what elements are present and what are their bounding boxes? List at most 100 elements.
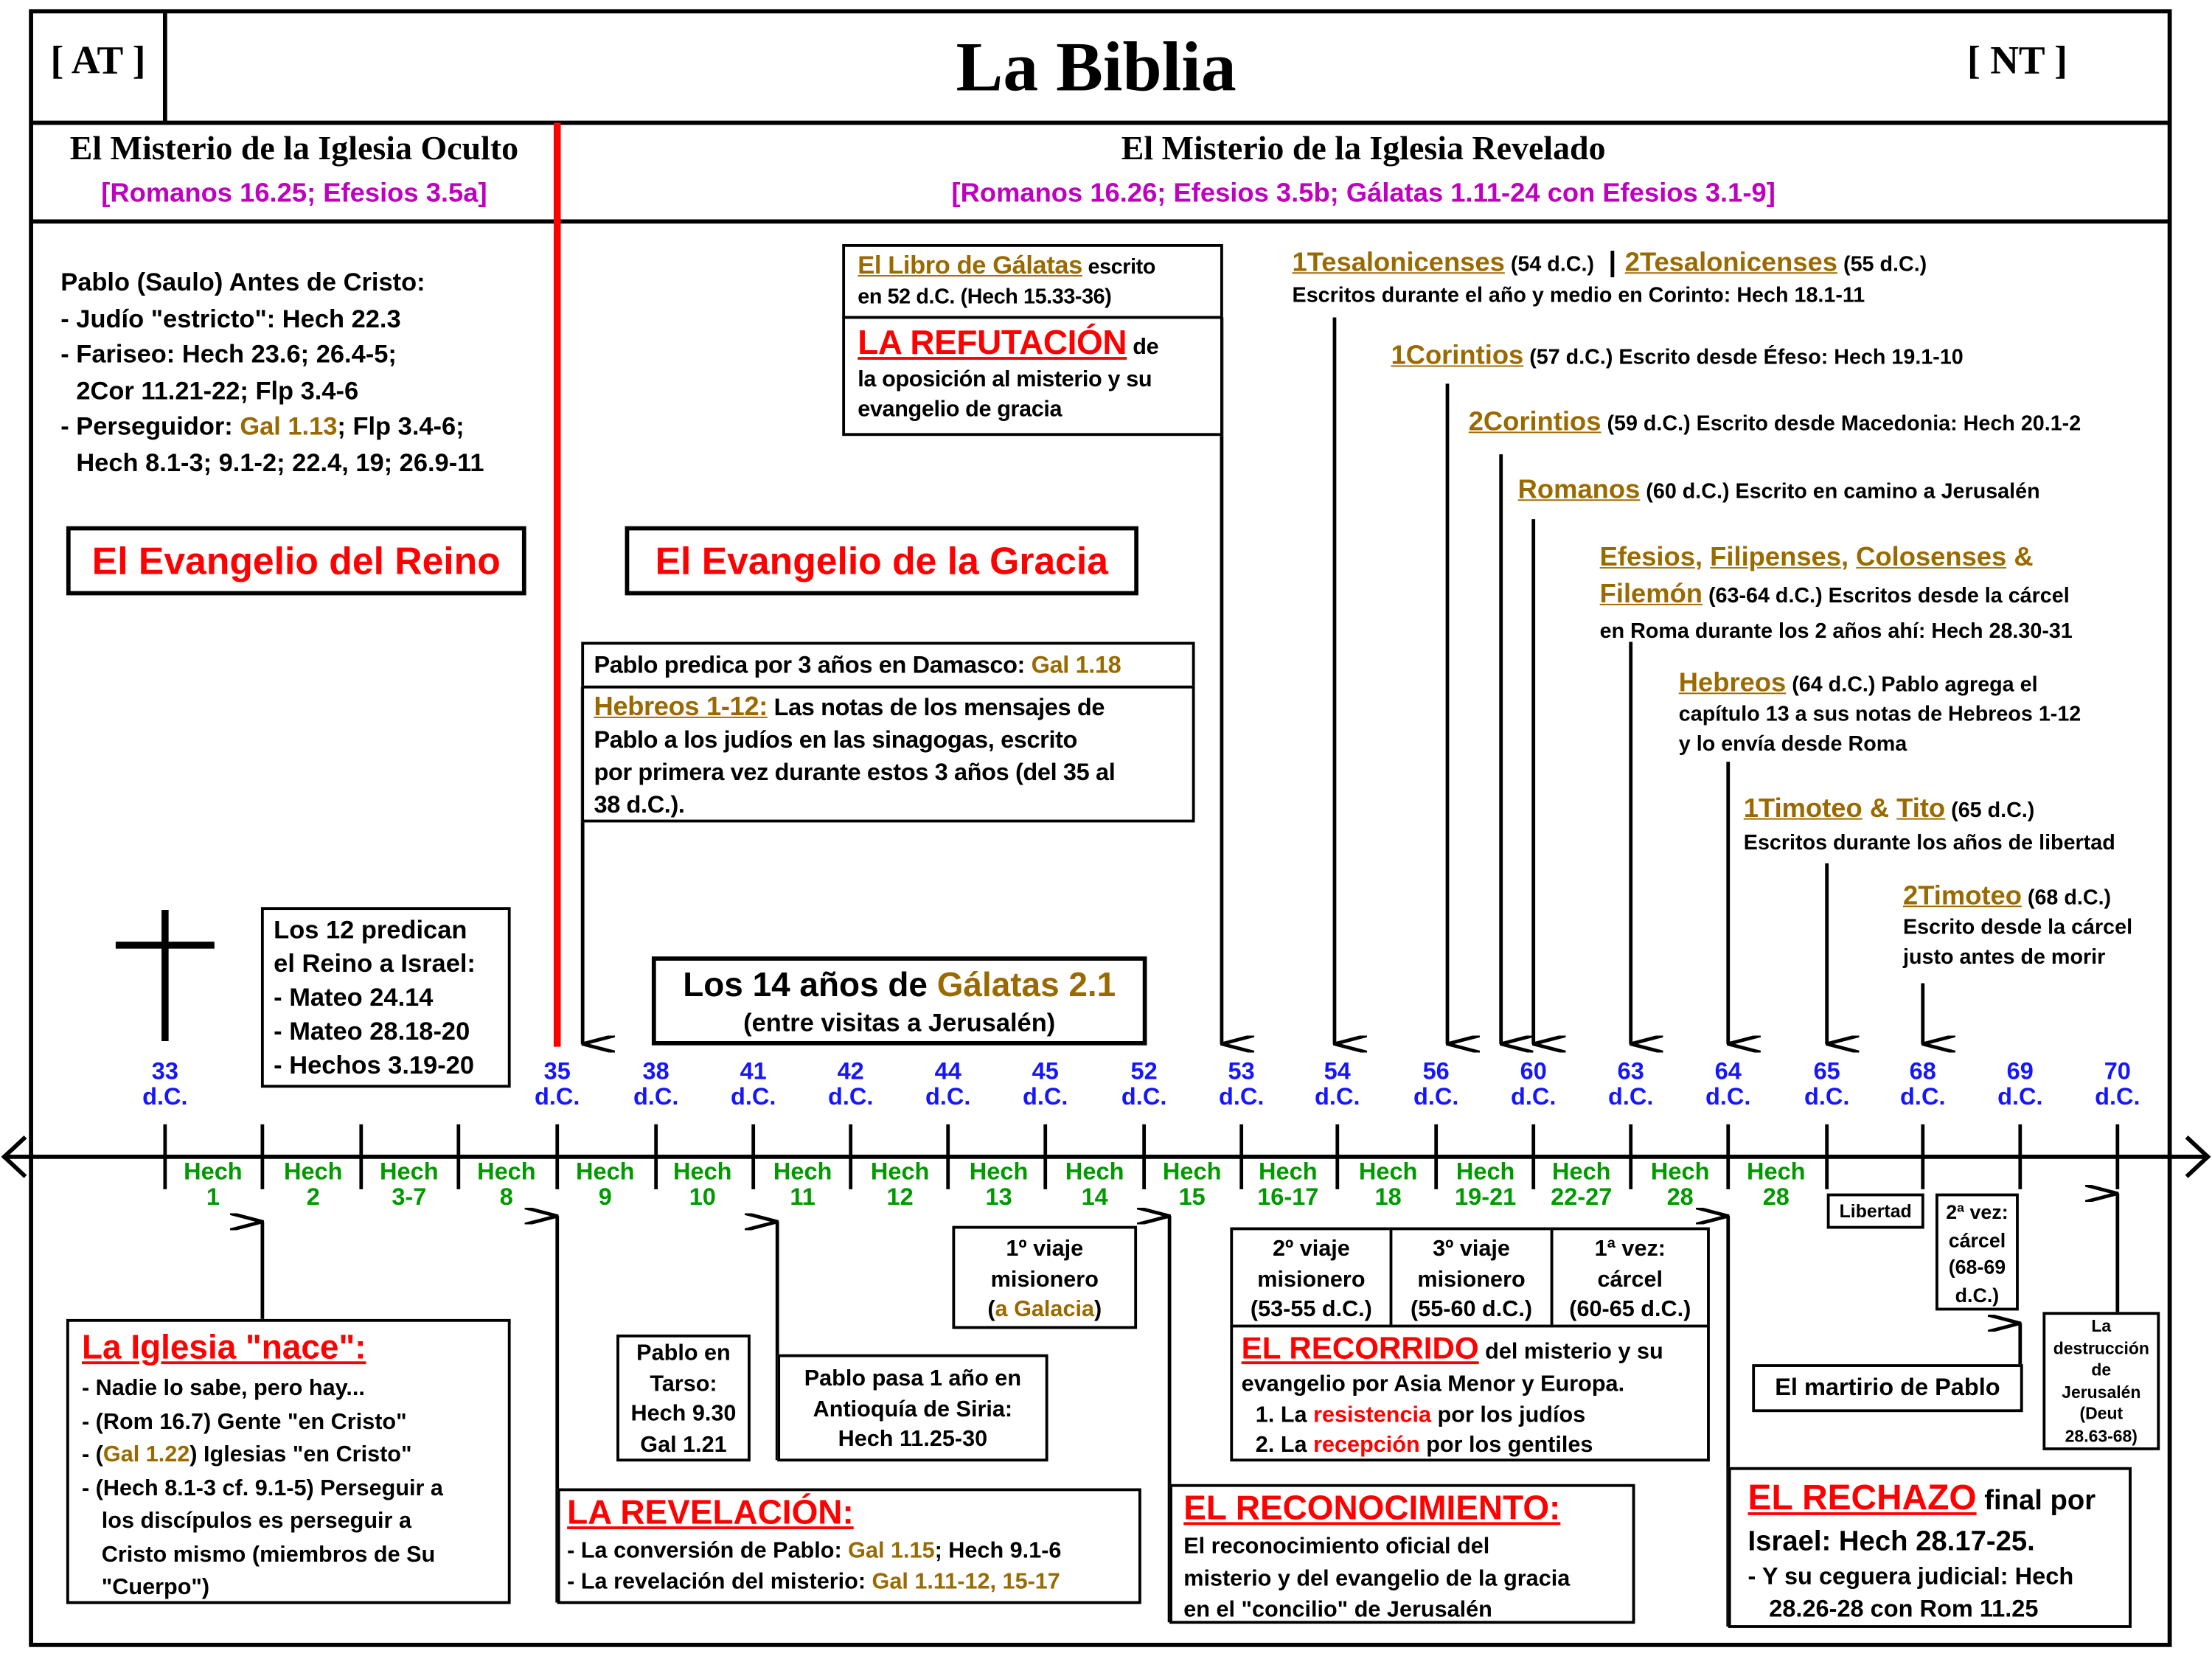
acts-label-text: Hech [1455, 1158, 1515, 1186]
epistle-link[interactable]: 1Timoteo [1743, 794, 1863, 824]
recorrido-box: EL RECORRIDO del misterio y su evangelio… [1230, 1324, 1710, 1462]
text: - Mateo 28.18-20 [274, 1017, 470, 1046]
year-era: d.C. [1997, 1083, 2043, 1110]
acts-label-text: 13 [985, 1183, 1012, 1211]
epistle-link[interactable]: Efesios [1599, 543, 1695, 573]
text: - La conversión de Pablo: [567, 1539, 849, 1563]
text: por los judíos [1431, 1402, 1586, 1427]
year-number: 41 [740, 1057, 767, 1085]
text: El reconocimiento oficial del [1183, 1534, 1490, 1559]
epistle-link[interactable]: 1Corintios [1391, 341, 1524, 372]
text: evangelio por Asia Menor y Europa. [1241, 1372, 1625, 1397]
text: - (Gal 1.22) Iglesias "en Cristo" [82, 1439, 495, 1472]
epistle-prison-letters: Efesios, Filipenses, Colosenses & Filemó… [1600, 540, 2073, 649]
acts-label-text: Hech [1162, 1158, 1222, 1186]
acts-label-text: 22-27 [1551, 1183, 1613, 1211]
year-number: 35 [543, 1057, 571, 1085]
epistle-link[interactable]: 1Tesalonicenses [1292, 248, 1505, 278]
epistle-link[interactable]: Romanos [1517, 475, 1641, 505]
text: ( [987, 1298, 995, 1322]
acts-label-text: 11 [790, 1183, 815, 1211]
text: ; Flp 3.4-6; [337, 411, 465, 440]
text: ) [1094, 1298, 1102, 1322]
year-number: 44 [934, 1057, 961, 1085]
text: misterio y del evangelio de la gracia [1183, 1566, 1571, 1591]
epistle-link[interactable]: Hebreos [1678, 668, 1787, 699]
hebreos-1-12-box: Hebreos 1-12: Las notas de los mensajes … [581, 685, 1195, 823]
epistle-link[interactable]: Filipenses [1710, 543, 1841, 573]
epistle-link[interactable]: Colosenses [1856, 543, 2007, 573]
scripture-ref: Gal 1.11-12, 15-17 [872, 1570, 1060, 1594]
pablo-heading: Pablo (Saulo) Antes de Cristo: [60, 268, 425, 296]
year-number: 63 [1617, 1057, 1644, 1085]
year-number: 69 [2006, 1057, 2034, 1085]
text: 2º viaje [1272, 1237, 1350, 1262]
year-era: d.C. [730, 1083, 776, 1110]
text: los discípulos es perseguir a [101, 1509, 411, 1534]
year-era: d.C. [633, 1083, 679, 1110]
year-era: d.C. [1705, 1083, 1751, 1110]
acts-label-text: Hech [1065, 1158, 1124, 1186]
text: Las notas de los mensajes de [767, 694, 1105, 721]
epistle-link[interactable]: Tito [1896, 794, 1946, 824]
acts-label-text: 28 [1762, 1183, 1790, 1211]
epistle-link[interactable]: 2Tesalonicenses [1624, 248, 1838, 278]
text: ; Hech 9.1-6 [934, 1539, 1062, 1563]
text: justo antes de morir [1903, 945, 2106, 970]
old-testament-label: [ AT ] [50, 39, 146, 83]
acts-label-text: 19-21 [1455, 1183, 1517, 1211]
refutacion-title: LA REFUTACIÓN [858, 324, 1127, 363]
text: Antioquía de Siria: [813, 1397, 1013, 1422]
page-title: La Biblia [956, 27, 1237, 106]
hebreos-link[interactable]: Hebreos 1-12: [594, 692, 768, 723]
text: 28.26-28 con Rom 11.25 [1769, 1595, 2039, 1623]
acts-label-text: Hech [1358, 1158, 1418, 1186]
hidden-refs: [Romanos 16.25; Efesios 3.5a] [101, 178, 487, 209]
year-number: 42 [837, 1057, 864, 1085]
epistle-2corintios: 2Corintios (59 d.C.) Escrito desde Maced… [1469, 408, 2081, 439]
text: - Mateo 24.14 [274, 983, 434, 1012]
text: Israel: Hech 28.17-25. [1747, 1526, 2035, 1558]
epistle-link[interactable]: 2Corintios [1468, 407, 1601, 438]
text: - Nadie lo sabe, pero hay... [81, 1377, 365, 1401]
antioquia-box: Pablo pasa 1 año en Antioquía de Siria: He… [777, 1354, 1048, 1462]
text: (59 d.C.) Escrito desde Macedonia: Hech … [1601, 411, 2081, 437]
text: - Y su ceguera judicial: Hech [1747, 1562, 2074, 1590]
year-era: d.C. [1121, 1083, 1167, 1110]
text: Pablo pasa 1 año en [804, 1366, 1022, 1391]
scripture-ref: Gal 1.13 [240, 411, 338, 440]
acts-label-text: 15 [1178, 1183, 1206, 1211]
text: (63-64 d.C.) Escritos desde la cárcel [1703, 584, 2070, 608]
text: - Hechos 3.19-20 [274, 1051, 475, 1079]
epistle-link[interactable]: Filemón [1599, 580, 1703, 610]
text: misionero [1257, 1267, 1366, 1292]
epistle-tesalonicenses: 1Tesalonicenses (54 d.C.) |2Tesalonicens… [1293, 247, 1927, 312]
text: cárcel [1597, 1267, 1663, 1292]
text: Hech 11.25-30 [838, 1427, 988, 1452]
acts-label-text: 14 [1081, 1183, 1108, 1211]
iglesia-nace-box: La Iglesia "nace": - Nadie lo sabe, pero… [66, 1318, 511, 1604]
text: (60-65 d.C.) [1569, 1298, 1691, 1322]
pablo-line: 2Cor 11.21-22; Flp 3.4-6 [76, 375, 359, 405]
epistle-link[interactable]: 2Timoteo [1903, 881, 2022, 911]
year-era: d.C. [925, 1083, 971, 1110]
year-era: d.C. [1608, 1083, 1654, 1110]
iglesia-title: La Iglesia "nace": [81, 1329, 366, 1367]
year-number: 33 [151, 1057, 178, 1085]
galatas-link[interactable]: El Libro de Gálatas [858, 251, 1082, 279]
scripture-ref: Gálatas 2.1 [936, 966, 1116, 1005]
acts-label-text: Hech [1551, 1158, 1611, 1186]
rechazo-title: EL RECHAZO [1747, 1478, 1977, 1518]
